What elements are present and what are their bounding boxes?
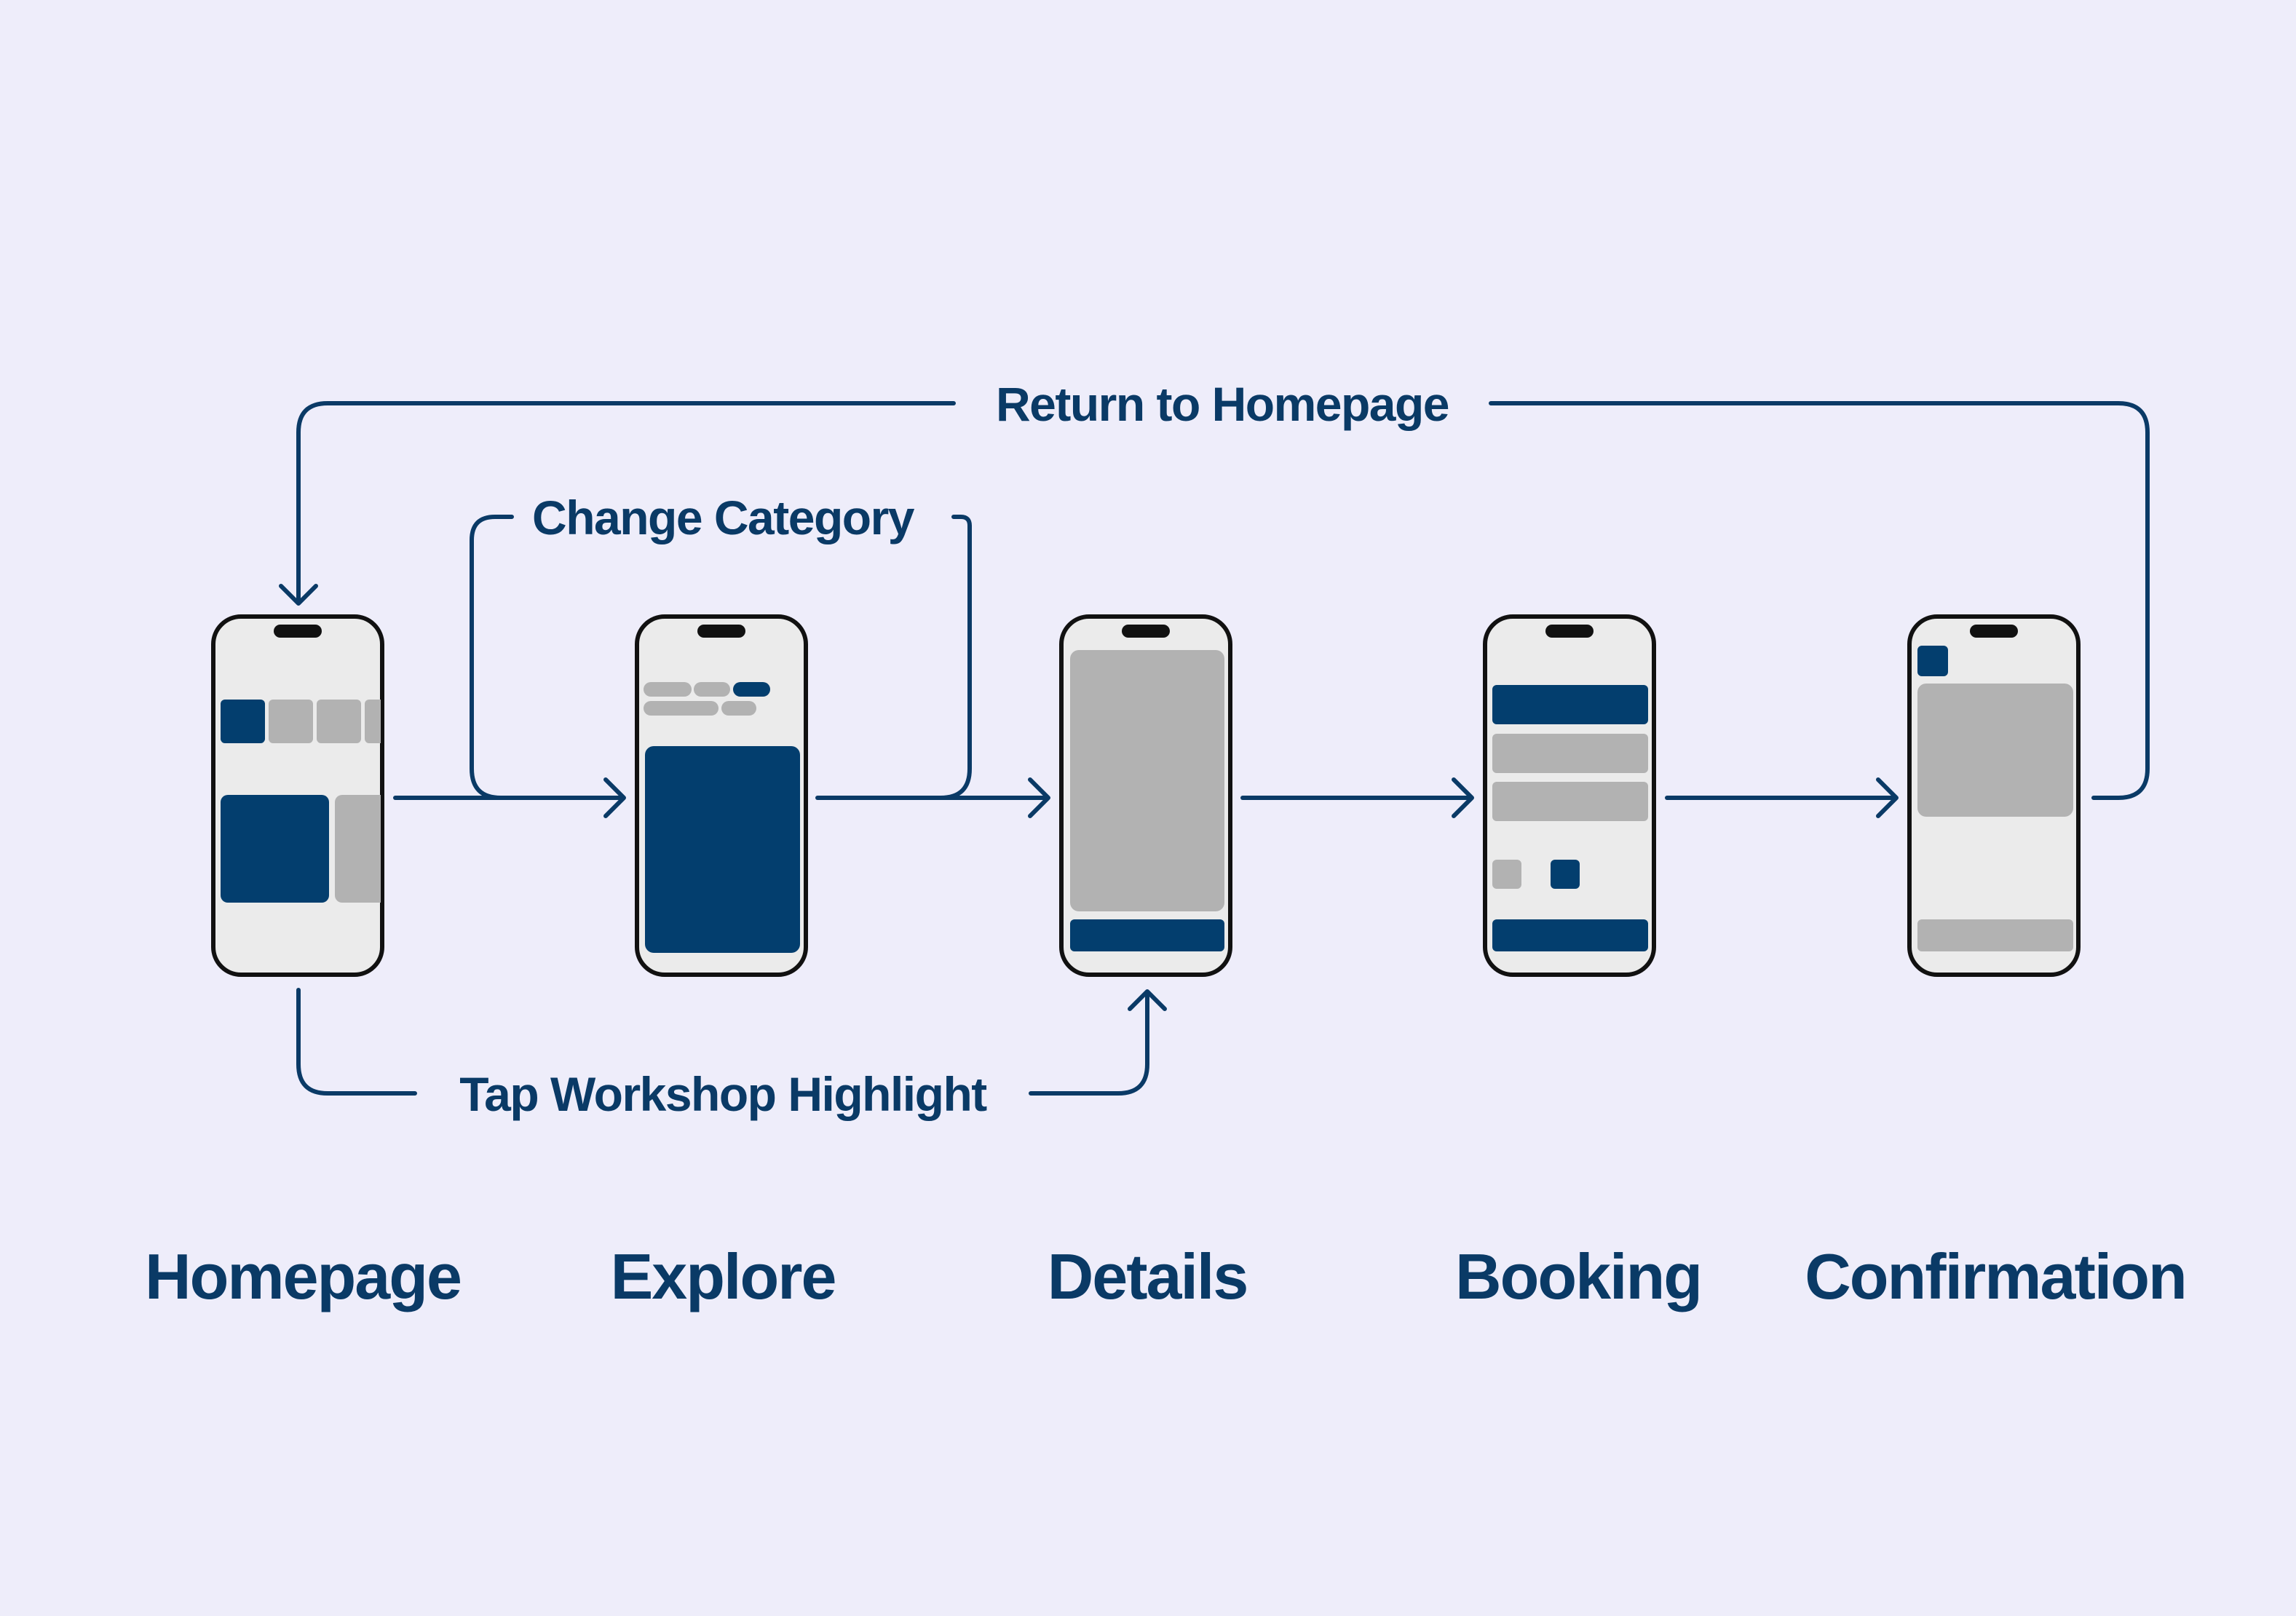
return-arrowhead-icon [279, 584, 318, 606]
arrowhead-icon [1028, 777, 1050, 818]
tap-workshop-highlight-connector [296, 988, 1149, 1096]
phone-notch [1545, 625, 1594, 638]
filter-pill [644, 701, 719, 716]
filter-pill [721, 701, 756, 716]
option-box-selected [1551, 860, 1580, 889]
phone-notch [1970, 625, 2018, 638]
form-field [1492, 734, 1648, 773]
filter-pill-selected [733, 682, 770, 697]
arrowhead-icon [1876, 777, 1899, 818]
screen-label-details: Details [1048, 1240, 1248, 1312]
form-field-active [1492, 685, 1648, 724]
screen-label-explore: Explore [611, 1240, 836, 1312]
phone-notch [1122, 625, 1170, 638]
phone-confirmation [1907, 614, 2081, 977]
filter-pill [644, 682, 692, 697]
screen-label-confirmation: Confirmation [1805, 1240, 2186, 1312]
change-category-connector-out [938, 515, 972, 800]
content-card [645, 746, 800, 953]
change-category-label: Change Category [532, 491, 915, 544]
phone-explore [635, 614, 808, 977]
filter-pill [694, 682, 730, 697]
category-chip [365, 700, 381, 743]
phone-details [1059, 614, 1232, 977]
screen-label-homepage: Homepage [145, 1240, 461, 1312]
detail-image-placeholder [1070, 650, 1224, 911]
phone-booking [1483, 614, 1656, 977]
done-button-placeholder [1917, 919, 2073, 951]
category-chip [317, 700, 361, 743]
category-chip [269, 700, 313, 743]
tap-workshop-highlight-label: Tap Workshop Highlight [459, 1067, 987, 1121]
option-box [1492, 860, 1521, 889]
phone-notch [274, 625, 322, 638]
confirm-button-placeholder [1492, 919, 1648, 951]
phone-homepage [211, 614, 384, 977]
tap-workshop-arrowhead-icon [1128, 989, 1167, 1011]
confirmation-card [1917, 684, 2073, 817]
category-chip-selected [221, 700, 265, 743]
workshop-card [335, 795, 381, 903]
return-to-homepage-label: Return to Homepage [996, 377, 1449, 431]
arrowhead-icon [1452, 777, 1474, 818]
workshop-highlight-card [221, 795, 329, 903]
return-to-homepage-connector [296, 401, 2150, 800]
change-category-connector [470, 515, 619, 800]
close-icon-placeholder [1917, 646, 1948, 676]
book-button-placeholder [1070, 919, 1224, 951]
form-field [1492, 782, 1648, 821]
screen-label-booking: Booking [1455, 1240, 1701, 1312]
arrowhead-icon [603, 777, 626, 818]
phone-notch [697, 625, 745, 638]
